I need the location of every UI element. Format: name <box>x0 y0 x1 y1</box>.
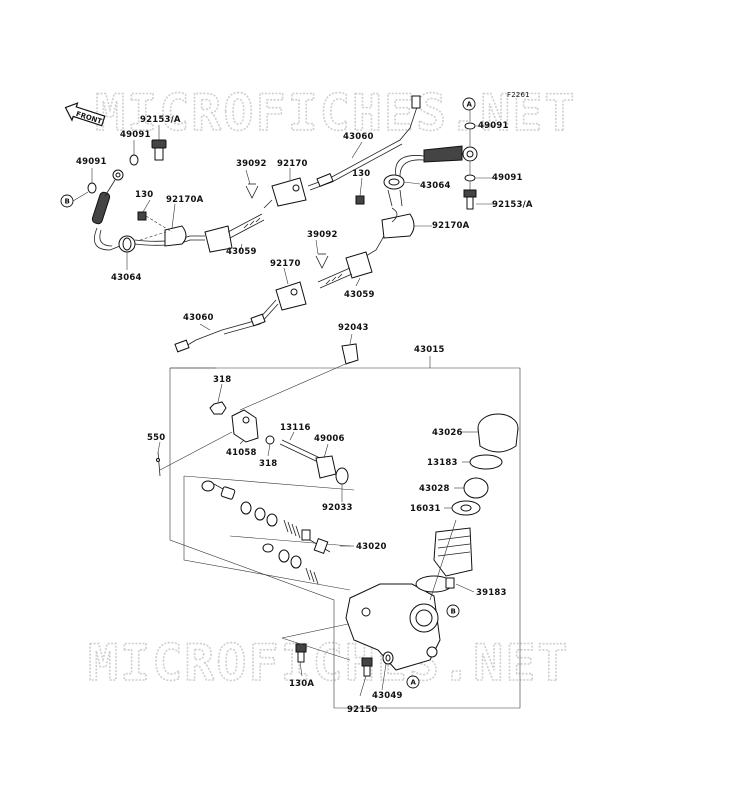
ref-b-left: B <box>60 194 74 208</box>
label-49091-r2: 49091 <box>492 173 523 183</box>
svg-text:B: B <box>451 608 456 616</box>
middle-cable <box>174 235 385 353</box>
right-hose-assembly <box>355 110 478 239</box>
label-39092-b: 39092 <box>307 230 338 240</box>
label-92043: 92043 <box>338 323 369 333</box>
label-43049: 43049 <box>372 691 403 701</box>
label-43059-b: 43059 <box>344 290 375 300</box>
label-43059-a: 43059 <box>226 247 257 257</box>
label-130-right: 130 <box>352 169 370 179</box>
leader-lines <box>72 125 494 697</box>
label-130-left: 130 <box>135 190 153 200</box>
label-550: 550 <box>147 433 165 443</box>
label-39092-a: 39092 <box>236 159 267 169</box>
label-43064-left: 43064 <box>111 273 142 283</box>
label-92170-a: 92170 <box>277 159 308 169</box>
label-43015: 43015 <box>414 345 445 355</box>
label-92153-a-right: 92153/A <box>492 200 533 210</box>
label-16031: 16031 <box>410 504 441 514</box>
label-49091-a: 49091 <box>120 130 151 140</box>
upper-cable <box>204 95 421 253</box>
label-13183: 13183 <box>427 458 458 468</box>
label-92170a-right: 92170A <box>432 221 470 231</box>
label-318-b: 318 <box>259 459 277 469</box>
label-92170a-left: 92170A <box>166 195 204 205</box>
master-cylinder-group <box>156 343 521 709</box>
svg-text:A: A <box>411 679 417 687</box>
label-43060-bottom: 43060 <box>183 313 214 323</box>
label-92150: 92150 <box>347 705 378 715</box>
label-130a: 130A <box>289 679 314 689</box>
label-49006: 49006 <box>314 434 345 444</box>
watermark-top: MICROFICHES.NET <box>95 84 577 142</box>
label-43064-right: 43064 <box>420 181 451 191</box>
label-43026: 43026 <box>432 428 463 438</box>
part-labels: 92153/A 49091 49091 49091 49091 92153/A … <box>76 115 533 715</box>
label-43060-top: 43060 <box>343 132 374 142</box>
watermark-bottom: MICROFICHES.NET <box>88 634 570 692</box>
ref-a-bottom: A <box>406 675 420 689</box>
diagram-code: F2261 <box>507 91 530 99</box>
label-43020: 43020 <box>356 542 387 552</box>
left-hose-assembly <box>87 139 205 253</box>
label-13116: 13116 <box>280 423 311 433</box>
label-318-a: 318 <box>213 375 231 385</box>
ref-a-top: A <box>462 97 476 111</box>
label-41058: 41058 <box>226 448 257 458</box>
label-92153-a-top: 92153/A <box>140 115 181 125</box>
svg-text:B: B <box>65 198 70 206</box>
label-92170-b: 92170 <box>270 259 301 269</box>
label-49091-r1: 49091 <box>478 121 509 131</box>
label-39183: 39183 <box>476 588 507 598</box>
svg-text:A: A <box>467 101 473 109</box>
label-92033: 92033 <box>322 503 353 513</box>
label-49091-b: 49091 <box>76 157 107 167</box>
label-43028: 43028 <box>419 484 450 494</box>
ref-b-bottom: B <box>446 604 460 618</box>
